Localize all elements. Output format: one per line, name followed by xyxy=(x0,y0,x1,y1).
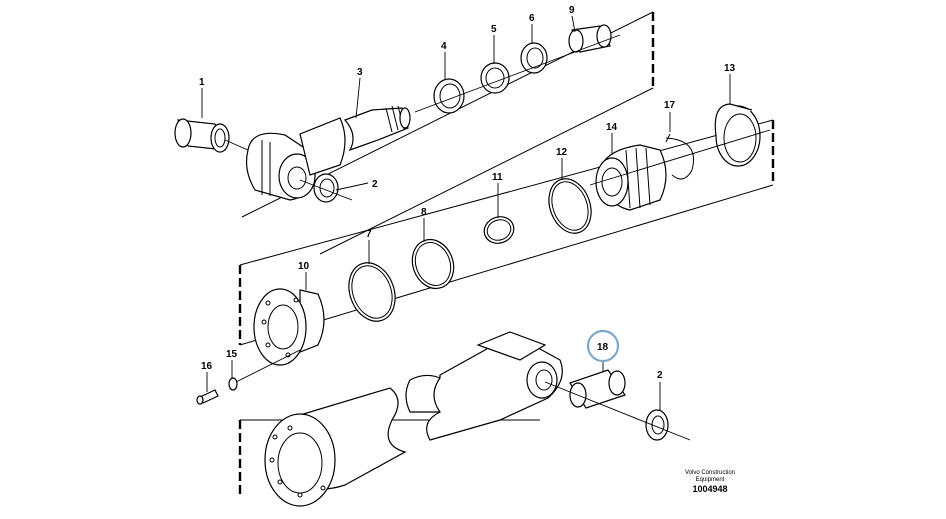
piston-axis xyxy=(589,129,771,186)
part-6-ring xyxy=(520,42,548,74)
drawing-number: 1004948 xyxy=(692,484,727,494)
part-5-ring xyxy=(480,62,510,94)
callout-14: 14 xyxy=(606,122,618,133)
part-9-bushing xyxy=(568,24,612,53)
rod-eye xyxy=(245,132,317,201)
callout-7: 7 xyxy=(366,229,372,240)
part-13-guide-ring xyxy=(714,103,761,167)
part-11-oring xyxy=(483,216,515,244)
highlight-circle-18 xyxy=(586,329,620,363)
leader-lines xyxy=(201,15,731,410)
callout-8: 8 xyxy=(421,207,427,218)
part-4-seal xyxy=(433,78,465,114)
callout-6: 6 xyxy=(529,13,535,24)
credit-maker-line2: Equipment xyxy=(696,477,725,483)
piston-rod xyxy=(299,105,411,176)
cylinder-tube xyxy=(264,331,563,507)
callout-4: 4 xyxy=(441,41,447,52)
top-axis xyxy=(414,34,621,113)
callout-2-top: 2 xyxy=(372,179,378,190)
credit-maker-line1: Volvo Construction xyxy=(685,470,735,476)
callout-13: 13 xyxy=(724,63,736,74)
callout-11: 11 xyxy=(492,172,503,183)
credit-block: Volvo Construction Equipment 1004948 xyxy=(685,470,735,494)
callout-1: 1 xyxy=(199,77,205,88)
part-15-washer xyxy=(228,377,238,391)
callout-labels: 1 2 3 4 5 6 9 13 17 14 12 11 8 7 10 15 1… xyxy=(199,5,736,381)
callout-18: 18 xyxy=(597,342,609,353)
part-1-bushing xyxy=(174,118,249,153)
callout-2-bottom: 2 xyxy=(657,370,663,381)
part-14-piston xyxy=(595,144,667,211)
part-10-cylinder-head xyxy=(229,288,325,386)
callout-3: 3 xyxy=(357,67,363,78)
bottom-axis xyxy=(544,381,691,441)
part-2-washer-top xyxy=(299,173,353,203)
part-16-screw xyxy=(196,389,219,405)
callout-17: 17 xyxy=(664,100,676,111)
callout-5: 5 xyxy=(491,24,497,35)
callout-12: 12 xyxy=(556,147,568,158)
part-2-washer-bottom xyxy=(645,409,669,441)
callout-10: 10 xyxy=(298,261,310,272)
part-12-oring xyxy=(548,178,592,234)
part-8-oring xyxy=(411,238,455,290)
part-17-lock-ring xyxy=(665,133,694,180)
part-18-bushing xyxy=(569,369,626,409)
section-frame-middle xyxy=(238,120,775,345)
part-7-oring xyxy=(348,262,396,322)
callout-15: 15 xyxy=(226,349,238,360)
callout-9: 9 xyxy=(569,5,575,16)
callout-16: 16 xyxy=(201,361,213,372)
